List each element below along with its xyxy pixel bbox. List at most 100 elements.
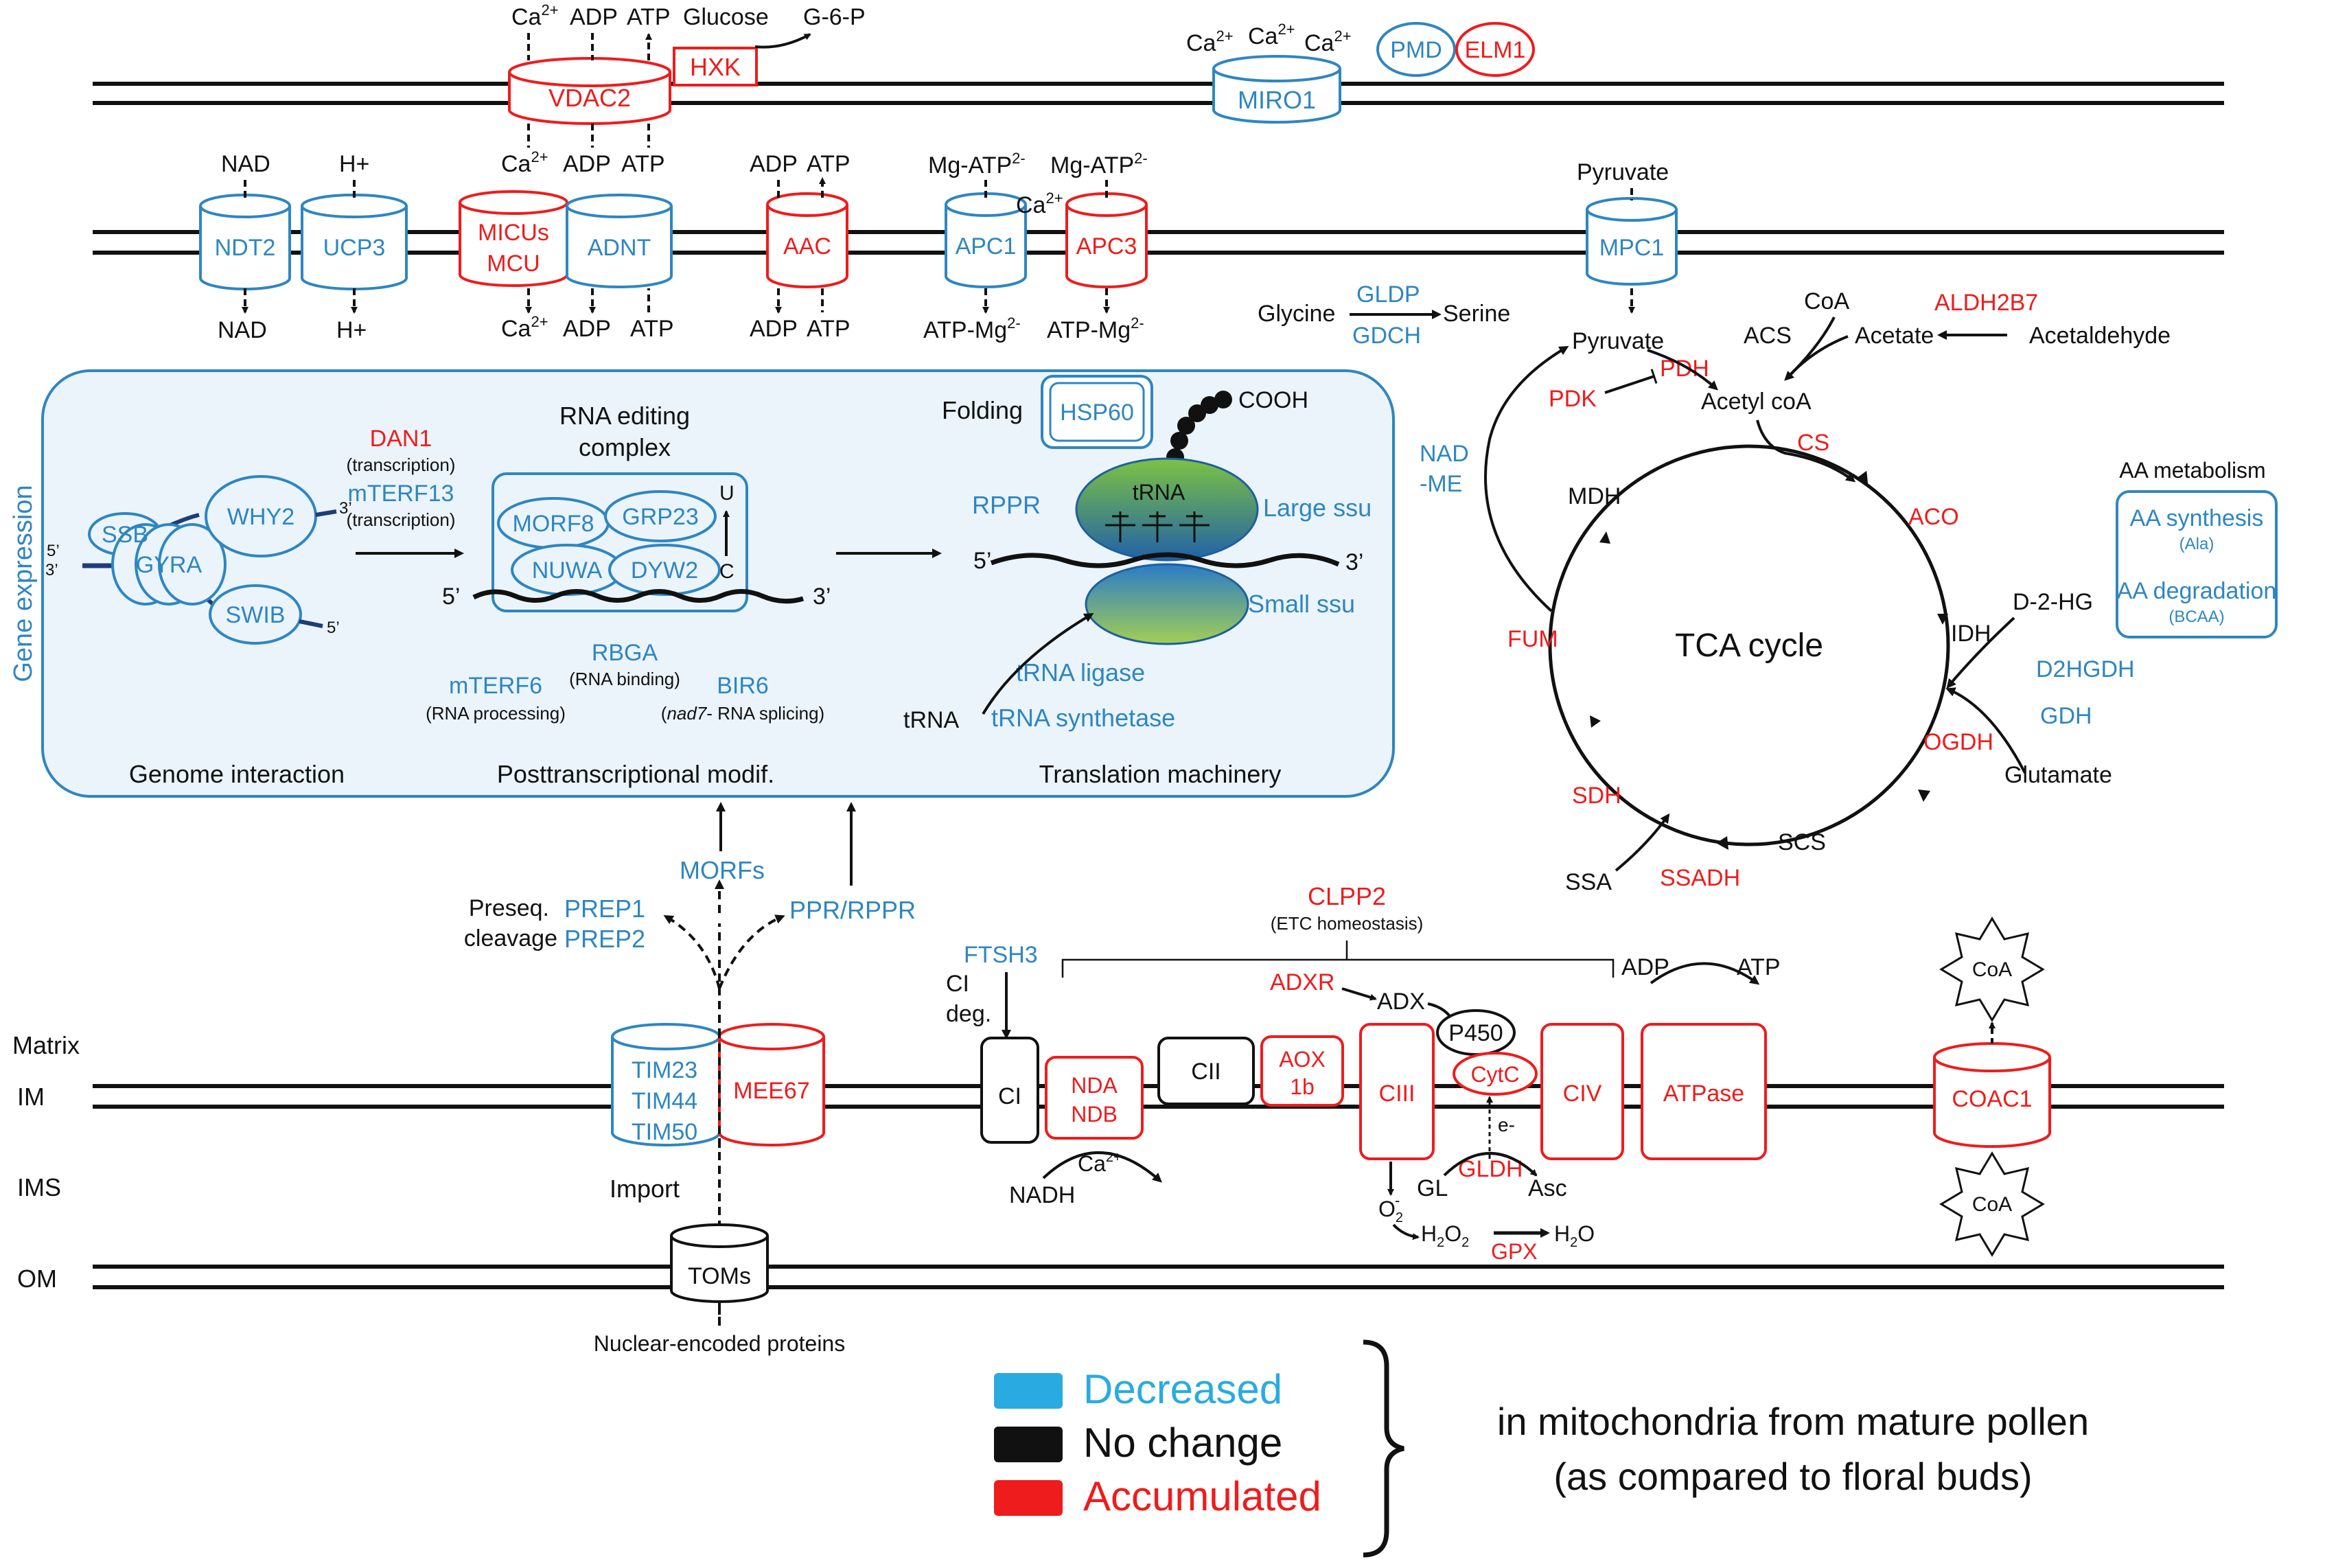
- tim-complex: [611, 1023, 721, 1146]
- miro1-label: MIRO1: [1238, 86, 1316, 114]
- acetylcoa-label: Acetyl coA: [1701, 389, 1812, 415]
- adxr-label: ADXR: [1270, 969, 1334, 995]
- etc-homeostasis-label: (ETC homeostasis): [1271, 913, 1424, 934]
- aa-synthesis-label: AA synthesis: [2130, 505, 2264, 531]
- clpp2-label: CLPP2: [1308, 882, 1386, 910]
- apc1-atpmg-bottom: ATP-Mg2-: [923, 314, 1021, 343]
- apc-ca: Ca2+: [1016, 189, 1063, 218]
- vdac-ca-bottom: Ca2+: [501, 148, 548, 177]
- bir6-label: BIR6: [717, 673, 769, 699]
- coa-matrix-label: CoA: [1972, 958, 2012, 981]
- ci-label: CI: [998, 1083, 1021, 1109]
- cytc-label: CytC: [1470, 1062, 1519, 1087]
- genome-interaction-group: [82, 475, 337, 645]
- legend-accumulated: Accumulated: [1083, 1473, 1321, 1519]
- mpc-pyruvate-top: Pyruvate: [1577, 159, 1669, 185]
- edit-u: U: [719, 482, 734, 505]
- gyra-3prime: 3’: [45, 561, 58, 579]
- nascent-peptide: [1164, 391, 1232, 483]
- toms-complex: [670, 1223, 769, 1303]
- genome-interaction-label: Genome interaction: [129, 760, 345, 788]
- mterf6-note: (RNA processing): [426, 703, 566, 724]
- tca-title: TCA cycle: [1675, 627, 1823, 664]
- micus-label: MICUs: [478, 220, 549, 246]
- nuwa-label: NUWA: [532, 557, 603, 584]
- vdac-adp-bottom: ADP: [563, 151, 611, 177]
- bir6-note: (nad7- RNA splicing): [661, 703, 824, 724]
- rna-editing-title-1: RNA editing: [559, 402, 690, 430]
- g6p-label: G-6-P: [803, 4, 866, 30]
- gldp-label: GLDP: [1356, 281, 1420, 308]
- coa-star-ims: [1939, 1151, 2045, 1257]
- hsp60-label: HSP60: [1060, 400, 1134, 426]
- legend-brace: [1363, 1339, 1404, 1558]
- mterf13-label: mTERF13: [348, 481, 454, 507]
- acetate-label: Acetate: [1855, 323, 1934, 349]
- morfs-label: MORFs: [680, 856, 765, 884]
- small-subunit: [1085, 563, 1249, 645]
- ssa-label: SSA: [1565, 869, 1612, 895]
- miro-ca-1: Ca2+: [1186, 27, 1234, 56]
- adnt-label: ADNT: [588, 235, 651, 261]
- gldh-label: GLDH: [1458, 1156, 1523, 1182]
- idh-label: IDH: [1951, 621, 1991, 647]
- legend-swatch-accumulated: [994, 1480, 1063, 1516]
- hplus-top: H+: [339, 151, 369, 177]
- translation-5prime: 5’: [973, 548, 991, 574]
- atpase-label: ATPase: [1663, 1081, 1744, 1107]
- apc3-transporter: [1065, 192, 1148, 288]
- ssb-label: SSB: [102, 522, 148, 548]
- import-label: Import: [610, 1175, 680, 1203]
- cii-label: CII: [1191, 1059, 1221, 1085]
- editing-5prime: 5’: [442, 584, 460, 610]
- aac-label: AAC: [783, 233, 831, 260]
- miro-ca-3: Ca2+: [1304, 27, 1352, 56]
- vdac-adp-top: ADP: [570, 4, 618, 30]
- d2hgdh-label: D2HGDH: [2036, 656, 2135, 682]
- folding-label: Folding: [942, 396, 1023, 424]
- apc3-mgatp-top: Mg-ATP2-: [1050, 150, 1148, 178]
- gyra-label: GYRA: [136, 552, 203, 578]
- legend-swatch-decreased: [994, 1373, 1063, 1409]
- coac1-label: COAC1: [1952, 1086, 2032, 1112]
- ciii-label: CIII: [1379, 1081, 1415, 1107]
- mpc1-label: MPC1: [1599, 235, 1664, 261]
- elm1-label: ELM1: [1465, 37, 1526, 63]
- ci-deg-1: CI: [946, 971, 969, 997]
- gene-expression-side-label: Gene expression: [9, 485, 38, 682]
- hxk-box: [673, 47, 758, 87]
- vdac-ca-top: Ca2+: [511, 1, 559, 30]
- superoxide-label: O2-: [1378, 1192, 1403, 1225]
- aac-adp-bottom: ADP: [750, 316, 798, 342]
- mcu-ca-bottom: Ca2+: [501, 313, 548, 342]
- gdh-label: GDH: [2040, 703, 2092, 729]
- elm1-ellipse: [1455, 22, 1535, 77]
- cleavage-label: cleavage: [464, 925, 557, 952]
- nda-label: NDA: [1071, 1073, 1118, 1098]
- complex-ii: [1157, 1037, 1255, 1105]
- legend-nochange: No change: [1083, 1420, 1282, 1466]
- aox-box: [1260, 1035, 1344, 1107]
- mrna-strand-2: [990, 552, 1340, 568]
- cs-label: CS: [1797, 430, 1829, 456]
- coa-ims-label: CoA: [1972, 1193, 2012, 1216]
- scs-label: SCS: [1778, 829, 1826, 855]
- gdch-label: GDCH: [1352, 323, 1421, 349]
- p450-label: P450: [1448, 1020, 1503, 1046]
- hplus-bottom: H+: [336, 317, 367, 343]
- legend-note-2: (as compared to floral buds): [1553, 1455, 2032, 1498]
- nadh-label: NADH: [1009, 1182, 1075, 1208]
- clpp2-bracket: [1061, 941, 1615, 978]
- mee67-transporter: [718, 1023, 825, 1146]
- nda-ndb-box: [1045, 1056, 1144, 1140]
- serine-label: Serine: [1443, 301, 1510, 327]
- aa-metabolism-box: [2116, 490, 2278, 638]
- why2-label: WHY2: [227, 504, 294, 530]
- gyra-5prime: 5’: [47, 542, 60, 560]
- gl-label: GL: [1417, 1175, 1448, 1201]
- swib-label: SWIB: [226, 602, 286, 628]
- rna-editing-title-2: complex: [579, 433, 671, 461]
- civ-label: CIV: [1563, 1081, 1602, 1107]
- large-ssu-label: Large ssu: [1263, 494, 1372, 522]
